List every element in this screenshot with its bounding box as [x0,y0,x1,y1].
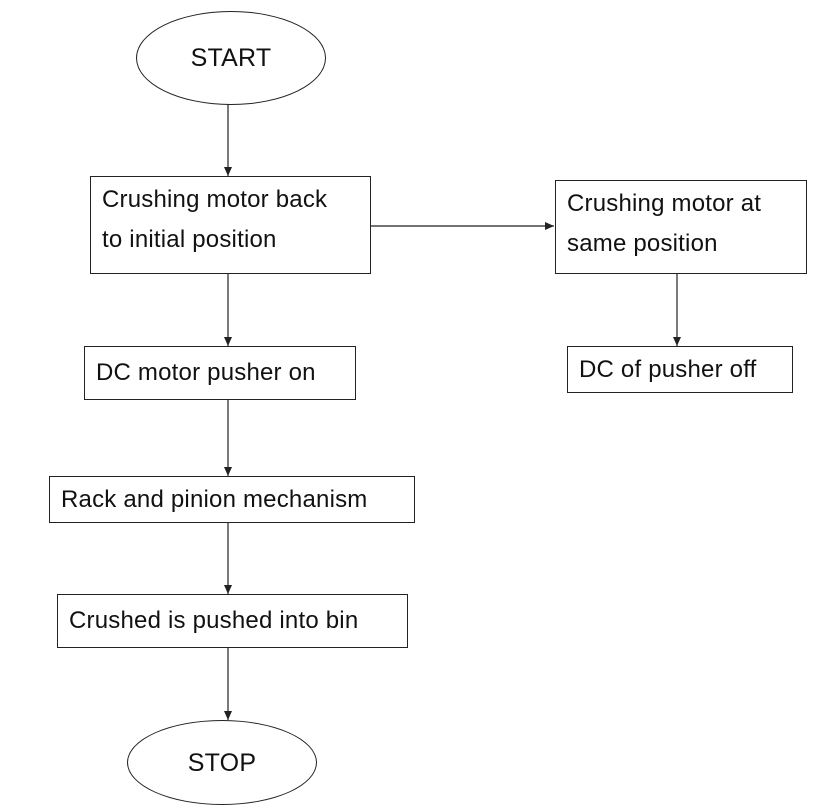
rack-and-pinion-box: Rack and pinion mechanism [49,476,415,523]
crushed-pushed-label: Crushed is pushed into bin [69,607,359,634]
stop-terminal: STOP [127,720,317,805]
dc-pusher-off-label: DC of pusher off [579,355,757,383]
crushing-motor-same-label: Crushing motor at same position [567,190,762,257]
crushing-motor-same-box: Crushing motor at same position [555,180,807,274]
dc-motor-pusher-on-label: DC motor pusher on [96,359,316,386]
crushed-pushed-box: Crushed is pushed into bin [57,594,408,648]
dc-motor-pusher-on-box: DC motor pusher on [84,346,356,400]
start-label: START [190,44,272,72]
start-terminal: START [136,11,326,105]
crushing-motor-back-box: Crushing motor back to initial position [90,176,371,274]
rack-and-pinion-label: Rack and pinion mechanism [61,485,368,513]
crushing-motor-back-label: Crushing motor back to initial position [102,186,328,253]
dc-pusher-off-box: DC of pusher off [567,346,793,393]
stop-label: STOP [187,748,257,777]
